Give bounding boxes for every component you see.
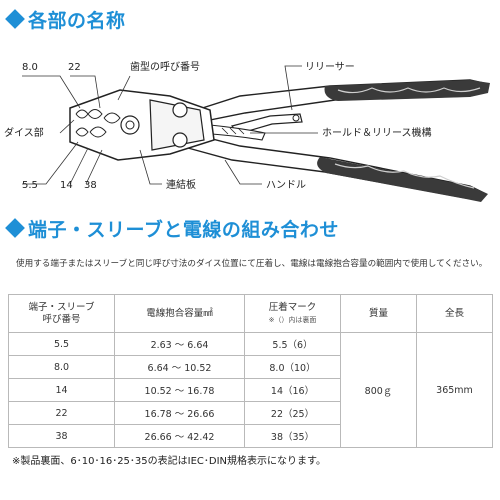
cell-mark: 38（35）	[244, 424, 341, 448]
label-die-marking: 歯型の呼び番号	[130, 60, 200, 73]
cell-capacity: 2.63 ～ 6.64	[114, 332, 245, 356]
diamond-bullet-icon	[5, 218, 25, 238]
diamond-bullet-icon	[5, 9, 25, 29]
header-length: 全長	[416, 294, 493, 333]
table-row: 8.0 6.64 ～ 10.52 8.0（10）	[8, 355, 493, 379]
header-size: 端子・スリーブ呼び番号	[8, 294, 115, 333]
cell-length: 365mm	[416, 332, 493, 448]
cell-mass: 800ｇ	[340, 332, 417, 448]
cell-capacity: 16.78 ～ 26.66	[114, 401, 245, 425]
label-size-22: 22	[68, 62, 81, 73]
label-size-14: 14	[60, 180, 73, 191]
cell-mark: 14（16）	[244, 378, 341, 402]
label-release-lever: リリーサー	[305, 61, 355, 73]
label-size-8: 8.0	[22, 62, 38, 73]
usage-instructions: 使用する端子またはスリーブと同じ呼び寸法のダイス位置にて圧着し、電線は電線抱合容…	[16, 259, 488, 269]
cell-capacity: 6.64 ～ 10.52	[114, 355, 245, 379]
section-title-combination: 端子・スリーブと電線の組み合わせ	[28, 219, 339, 241]
table-row: 22 16.78 ～ 26.66 22（25）	[8, 401, 493, 425]
header-mark-note: ※（）内は裏面	[268, 315, 317, 324]
table-row: 5.5 2.63 ～ 6.64 5.5（6） 800ｇ 365mm	[8, 332, 493, 448]
lower-grip	[317, 157, 488, 202]
spec-table: 端子・スリーブ呼び番号 電線抱合容量㎟ 圧着マーク※（）内は裏面 質量 全長 5…	[8, 294, 493, 448]
cell-size: 5.5	[8, 332, 115, 356]
cell-mark: 5.5（6）	[244, 332, 341, 356]
table-row: 38 26.66 ～ 42.42 38（35）	[8, 424, 493, 448]
header-mass: 質量	[340, 294, 417, 333]
label-link-plate: 連結板	[166, 178, 196, 191]
cell-capacity: 26.66 ～ 42.42	[114, 424, 245, 448]
cell-size: 38	[8, 424, 115, 448]
cell-capacity: 10.52 ～ 16.78	[114, 378, 245, 402]
label-size-38: 38	[84, 180, 97, 191]
label-handle: ハンドル	[266, 180, 306, 191]
label-size-5-5: 5.5	[22, 180, 38, 191]
footnote: ※製品裏面、6･10･16･25･35の表記はIEC･DIN規格表示になります。	[12, 456, 327, 467]
section-heading-parts: 各部の名称	[5, 6, 126, 33]
tool-diagram: 8.0 22 歯型の呼び番号 リリーサー ダイス部 ホールド＆リリース機構 5.…	[4, 60, 490, 202]
upper-grip	[324, 80, 490, 101]
section-title-parts: 各部の名称	[28, 10, 126, 32]
label-die-section: ダイス部	[4, 126, 44, 139]
header-capacity: 電線抱合容量㎟	[114, 294, 245, 333]
label-hold-release: ホールド＆リリース機構	[322, 126, 432, 139]
cell-mark: 22（25）	[244, 401, 341, 425]
cell-size: 14	[8, 378, 115, 402]
cell-size: 8.0	[8, 355, 115, 379]
cell-size: 22	[8, 401, 115, 425]
table-header-row: 端子・スリーブ呼び番号 電線抱合容量㎟ 圧着マーク※（）内は裏面 質量 全長	[8, 294, 493, 333]
header-mark: 圧着マーク※（）内は裏面	[244, 294, 341, 333]
cell-mark: 8.0（10）	[244, 355, 341, 379]
section-heading-combination: 端子・スリーブと電線の組み合わせ	[5, 215, 339, 242]
